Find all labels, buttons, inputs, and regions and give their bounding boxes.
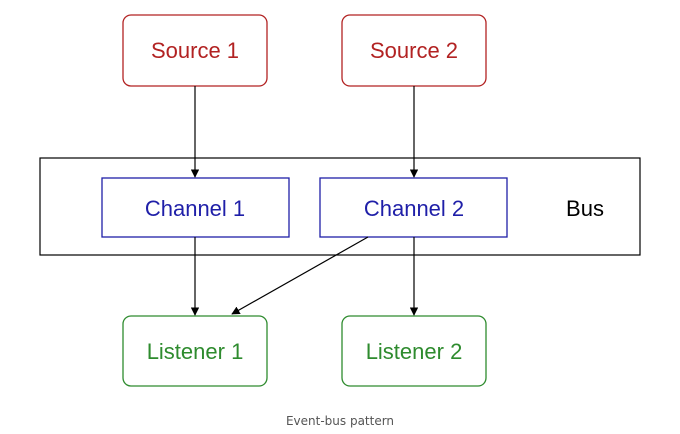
channel-label: Channel 1 <box>145 196 245 221</box>
event-bus-diagram: Bus Source 1 Source 2 Channel 1 Channel … <box>39 14 641 387</box>
channel-node: Channel 2 <box>319 177 508 238</box>
listener-label: Listener 2 <box>366 339 463 364</box>
figure-caption: Event-bus pattern <box>285 414 395 428</box>
listener-label: Listener 1 <box>147 339 244 364</box>
channel-label: Channel 2 <box>364 196 464 221</box>
source-label: Source 2 <box>370 38 458 63</box>
listener-node: Listener 1 <box>122 315 268 387</box>
listener-node: Listener 2 <box>341 315 487 387</box>
source-label: Source 1 <box>151 38 239 63</box>
source-node: Source 2 <box>341 14 487 87</box>
source-node: Source 1 <box>122 14 268 87</box>
channel-node: Channel 1 <box>101 177 290 238</box>
bus-label: Bus <box>566 196 604 221</box>
edge-channel-2-to-listener-1 <box>231 236 369 315</box>
